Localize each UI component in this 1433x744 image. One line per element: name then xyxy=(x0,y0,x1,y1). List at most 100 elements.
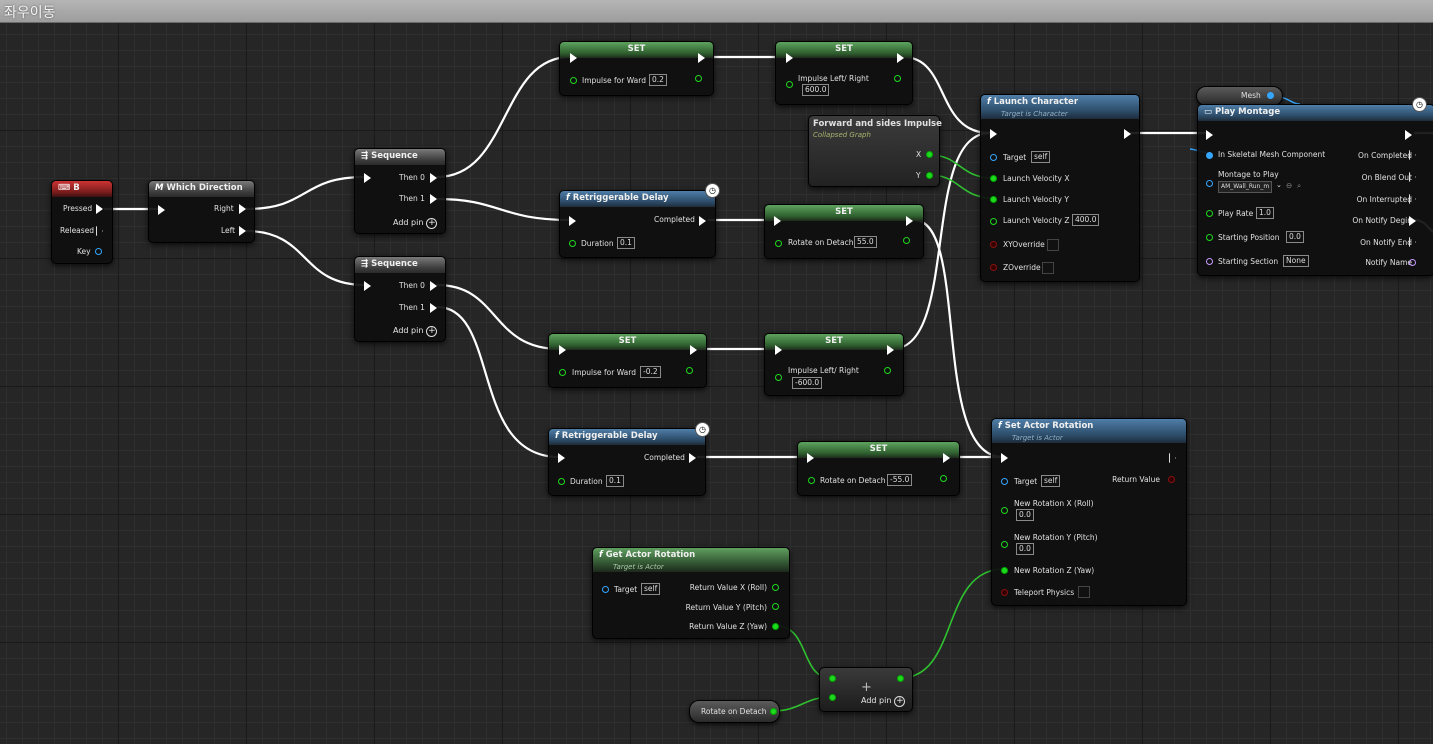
float-out-pin-z[interactable] xyxy=(772,623,779,630)
teleport-checkbox[interactable] xyxy=(1078,586,1090,598)
set-variable-node[interactable]: SET Impulse Left/ Right -600.0 xyxy=(764,333,904,396)
exec-in-pin[interactable] xyxy=(569,216,576,226)
float-in-pin[interactable] xyxy=(570,77,577,84)
set-variable-node[interactable]: SET Rotate on Detach -55.0 xyxy=(797,441,960,496)
float-pin-play-rate[interactable] xyxy=(1206,210,1213,217)
float-pin-rotation-z[interactable] xyxy=(1001,567,1008,574)
exec-in-pin[interactable] xyxy=(570,53,577,63)
float-pin-rotation-x[interactable] xyxy=(1001,507,1008,514)
bool-pin-return-value[interactable] xyxy=(1168,476,1175,483)
bool-pin-zoverride[interactable] xyxy=(990,264,997,271)
exec-in-pin[interactable] xyxy=(158,205,165,215)
exec-in-pin[interactable] xyxy=(1001,453,1008,463)
exec-out-pin[interactable] xyxy=(1169,453,1176,463)
float-value-field[interactable]: -0.2 xyxy=(640,366,661,378)
exec-out-pin[interactable] xyxy=(897,53,904,63)
duration-field[interactable]: 0.1 xyxy=(617,237,635,249)
exec-pin-on-completed[interactable] xyxy=(1409,150,1416,160)
object-pin-target[interactable] xyxy=(602,586,609,593)
float-add-node[interactable]: + Add pin+ xyxy=(819,667,913,712)
float-out-pin-x[interactable] xyxy=(926,151,933,158)
object-pin-skeletal-mesh[interactable] xyxy=(1206,152,1213,159)
exec-out-pin[interactable] xyxy=(1405,130,1412,140)
float-in-pin[interactable] xyxy=(786,81,793,88)
exec-out-pin[interactable] xyxy=(690,345,697,355)
sequence-node[interactable]: ⇶Sequence Then 0 Then 1 Add pin+ xyxy=(354,256,446,342)
float-in-pin[interactable] xyxy=(558,478,565,485)
mesh-variable-getter[interactable]: Mesh xyxy=(1196,86,1283,106)
exec-pin-then-1[interactable] xyxy=(430,194,437,204)
float-pin-rotation-y[interactable] xyxy=(1001,541,1008,548)
rotate-on-detach-getter[interactable]: Rotate on Detach xyxy=(689,700,780,723)
exec-pin-on-notify-end[interactable] xyxy=(1409,237,1416,247)
float-out-pin-x[interactable] xyxy=(772,584,779,591)
exec-in-pin[interactable] xyxy=(364,281,371,291)
float-out-pin-y[interactable] xyxy=(926,172,933,179)
exec-pin-completed[interactable] xyxy=(699,216,706,226)
name-pin-notify-name[interactable] xyxy=(1409,259,1416,266)
struct-pin-key[interactable] xyxy=(95,248,102,255)
float-in-pin[interactable] xyxy=(559,369,566,376)
float-out-pin[interactable] xyxy=(894,75,901,82)
float-in-pin[interactable] xyxy=(808,477,815,484)
float-in-pin[interactable] xyxy=(775,374,782,381)
exec-in-pin[interactable] xyxy=(559,345,566,355)
montage-asset-dropdown[interactable]: AM_Wall_Run_m xyxy=(1218,181,1273,193)
starting-section-field[interactable]: None xyxy=(1283,255,1309,267)
exec-pin-released[interactable] xyxy=(96,226,103,236)
object-pin-target[interactable] xyxy=(990,154,997,161)
add-pin-button[interactable]: Add pin+ xyxy=(393,326,438,337)
target-field[interactable]: self xyxy=(1031,151,1051,163)
float-out-pin-y[interactable] xyxy=(772,603,779,610)
exec-pin-on-interrupted[interactable] xyxy=(1409,194,1416,204)
exec-pin-then-0[interactable] xyxy=(430,173,437,183)
set-variable-node[interactable]: SET Rotate on Detach 55.0 xyxy=(764,204,924,259)
float-in-pin-a[interactable] xyxy=(829,675,836,682)
float-out-pin[interactable] xyxy=(770,708,777,715)
set-variable-node[interactable]: SET Impulse for Ward -0.2 xyxy=(548,333,707,388)
exec-pin-on-blend-out[interactable] xyxy=(1409,172,1416,182)
exec-pin-then-1[interactable] xyxy=(430,303,437,313)
exec-in-pin[interactable] xyxy=(558,453,565,463)
object-pin-target[interactable] xyxy=(1001,478,1008,485)
float-pin-starting-position[interactable] xyxy=(1206,234,1213,241)
exec-in-pin[interactable] xyxy=(990,129,997,139)
set-variable-node[interactable]: SET Impulse for Ward 0.2 xyxy=(559,41,714,96)
float-value-field[interactable]: 600.0 xyxy=(802,84,830,96)
exec-out-pin[interactable] xyxy=(698,53,705,63)
play-montage-node[interactable]: ▭Play Montage In Skeletal Mesh Component… xyxy=(1197,104,1433,276)
rotation-x-field[interactable]: 0.0 xyxy=(1016,509,1034,521)
float-value-field[interactable]: 0.2 xyxy=(649,74,667,86)
exec-pin-right[interactable] xyxy=(239,204,246,214)
exec-out-pin[interactable] xyxy=(943,453,950,463)
target-field[interactable]: self xyxy=(1041,475,1061,487)
float-pin-velocity-x[interactable] xyxy=(990,175,997,182)
exec-in-pin[interactable] xyxy=(775,345,782,355)
float-out-pin[interactable] xyxy=(940,475,947,482)
rotation-y-field[interactable]: 0.0 xyxy=(1016,543,1034,555)
float-out-pin[interactable] xyxy=(903,237,910,244)
exec-in-pin[interactable] xyxy=(1206,130,1213,140)
exec-in-pin[interactable] xyxy=(364,173,371,183)
float-in-pin-b[interactable] xyxy=(829,694,836,701)
float-pin-velocity-z[interactable] xyxy=(990,218,997,225)
search-icon[interactable]: ⌕ xyxy=(1297,181,1302,190)
exec-in-pin[interactable] xyxy=(807,453,814,463)
float-in-pin[interactable] xyxy=(775,240,782,247)
exec-out-pin[interactable] xyxy=(906,216,913,226)
starting-position-field[interactable]: 0.0 xyxy=(1286,231,1304,243)
exec-in-pin[interactable] xyxy=(786,53,793,63)
target-field[interactable]: self xyxy=(641,583,661,595)
sequence-node[interactable]: ⇶Sequence Then 0 Then 1 Add pin+ xyxy=(354,148,446,234)
object-out-pin[interactable] xyxy=(1267,92,1274,99)
exec-pin-pressed[interactable] xyxy=(96,204,103,214)
duration-field[interactable]: 0.1 xyxy=(606,475,624,487)
float-pin-velocity-y[interactable] xyxy=(990,196,997,203)
exec-in-pin[interactable] xyxy=(774,216,781,226)
